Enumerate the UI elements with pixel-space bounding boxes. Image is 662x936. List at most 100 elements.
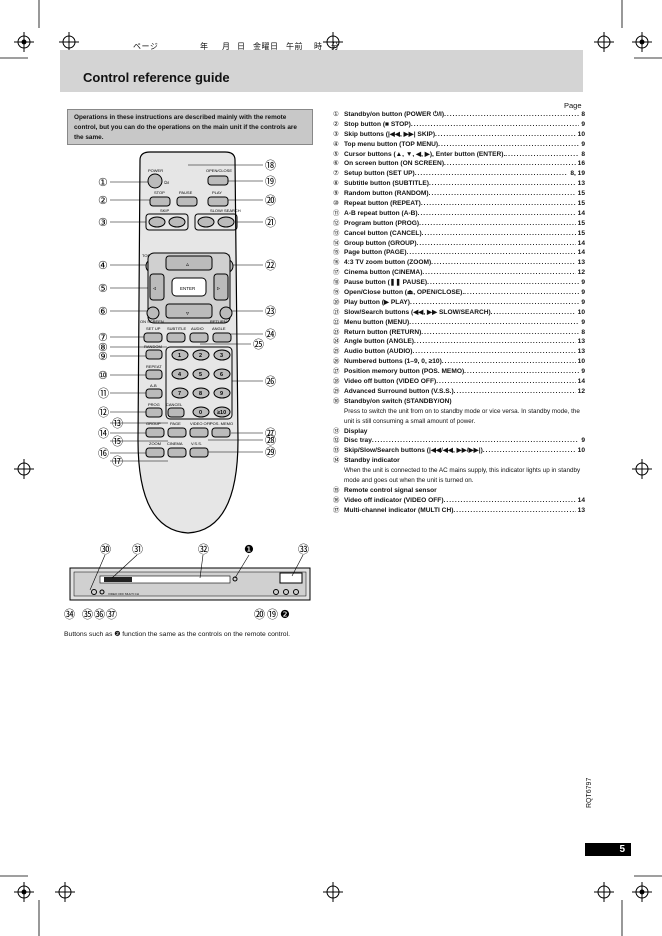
callout-number: ⑳ (265, 194, 276, 207)
index-label: Advanced Surround button (V.S.S.) (344, 387, 454, 395)
unit-callout: ㉝ (298, 543, 309, 556)
index-number: ㉖ (333, 358, 340, 366)
unit-callout-line (199, 554, 204, 579)
registration-mark-icon (632, 32, 652, 52)
remote-return-label: RETURN (210, 319, 227, 324)
callout-number: ② (98, 195, 108, 207)
index-leader-dots: ........................................… (412, 348, 576, 356)
registration-mark-icon (55, 882, 75, 902)
remote-slow-search-label: SLOW/ SEARCH (210, 208, 241, 213)
index-label: Page button (PAGE) (344, 249, 407, 257)
index-page: 13 (577, 180, 585, 188)
index-page: 14 (577, 378, 585, 386)
index-number: ⑮ (333, 249, 340, 257)
unit-callout: ㉟ (82, 608, 93, 621)
index-number: ㉔ (333, 338, 340, 346)
index-label: Remote control signal sensor (344, 486, 437, 494)
callout-number: ㉕ (253, 338, 264, 351)
index-leader-dots: ........................................… (371, 437, 579, 445)
remote-cancel-label: CANCEL (166, 402, 183, 407)
jp-hour-label: 時 (314, 42, 323, 51)
index-page: 9 (581, 279, 585, 287)
registration-mark-icon (594, 32, 614, 52)
index-page: 8, 19 (570, 170, 585, 178)
remote-random-label: RANDOM (144, 344, 162, 349)
callout-number: ⑪ (98, 387, 109, 400)
index-page: 15 (577, 190, 585, 198)
remote-number-label: 6 (220, 372, 223, 378)
remote-number-label: ≥10 (217, 410, 226, 416)
index-leader-dots: ........................................… (435, 130, 576, 138)
index-number: ① (333, 111, 339, 118)
index-label: 4:3 TV zoom button (ZOOM) (344, 259, 432, 267)
index-leader-dots: ........................................… (422, 269, 576, 277)
callout-number: ㉗ (265, 427, 276, 440)
remote-stop-label: STOP (154, 190, 165, 195)
registration-mark-icon (14, 459, 34, 479)
registration-mark-icon (594, 882, 614, 902)
unit-callout: ㉚ (100, 543, 111, 556)
remote-number-label: 1 (178, 353, 181, 359)
callout-number: ㉑ (265, 216, 276, 229)
index-leader-dots: ........................................… (453, 506, 576, 514)
index-leader-dots: ........................................… (414, 170, 569, 178)
callout-number: ㉖ (265, 375, 276, 388)
index-page: 13 (577, 259, 585, 267)
callout-number: ⑭ (98, 427, 109, 440)
index-leader-dots: ........................................… (441, 358, 576, 366)
index-page: 9 (581, 318, 585, 326)
index-leader-dots: ........................................… (427, 279, 579, 287)
remote-cinema-label: CINEMA (167, 441, 183, 446)
registration-mark-icon (14, 882, 34, 902)
index-number: ㉘ (333, 378, 340, 386)
index-label: Open/Close button (⏏, OPEN/CLOSE). (344, 289, 465, 297)
jp-weekday-label: 金曜日 (253, 42, 279, 51)
index-number: ⑧ (333, 180, 339, 188)
index-page: 10 (577, 358, 585, 366)
jp-day-label: 日 (237, 42, 246, 51)
callout-number: ㉔ (265, 328, 276, 341)
index-number: ⑳ (333, 298, 340, 306)
index-leader-dots: ........................................… (431, 259, 576, 267)
index-leader-dots: ........................................… (436, 378, 575, 386)
index-page: 16 (577, 160, 585, 168)
index-page: 9 (581, 368, 585, 376)
callout-number: ⑧ (98, 342, 108, 354)
index-label: Subtitle button (SUBTITLE) (344, 180, 429, 188)
index-label: Standby/on button (POWER ⏻/I) (344, 111, 445, 118)
index-page: 12 (577, 269, 585, 277)
index-label: Cancel button (CANCEL) (344, 229, 422, 237)
callout-number: ⑯ (98, 447, 109, 460)
callout-number: ⑨ (98, 351, 108, 363)
registration-mark-icon (323, 882, 343, 902)
index-leader-dots: ........................................… (417, 209, 576, 217)
index-leader-dots: ........................................… (419, 219, 576, 227)
page-column-header: Page (564, 101, 582, 110)
index-page: 10 (577, 130, 585, 138)
index-number: ㊲ (333, 506, 340, 514)
index-number: ㉕ (333, 348, 340, 356)
remote-audio-label: AUDIO (191, 326, 204, 331)
index-leader-dots: ........................................… (444, 160, 576, 168)
index-label: Slow/Search buttons (◀◀, ▶▶ SLOW/SEARCH) (344, 308, 491, 316)
index-number: ㉚ (333, 397, 340, 405)
index-label: Pause button (❚❚ PAUSE) (344, 279, 428, 287)
index-number: ⑤ (333, 150, 339, 158)
remote-setup-label: SET UP (146, 326, 161, 331)
index-label: Menu button (MENU) (344, 318, 410, 326)
index-label: Random button (RANDOM) (344, 190, 429, 198)
index-number: ⑥ (333, 160, 339, 168)
callout-number: ㉒ (265, 259, 276, 272)
index-leader-dots: ........................................… (464, 368, 580, 376)
